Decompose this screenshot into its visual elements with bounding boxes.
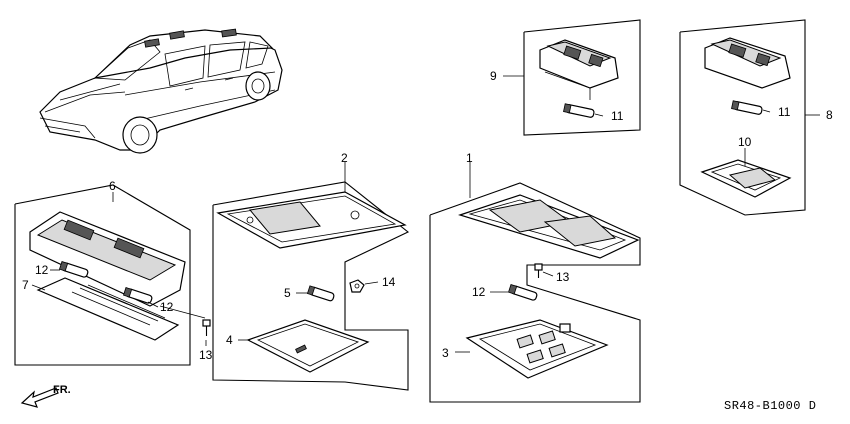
leader-lines [31, 75, 820, 353]
callout-6: 6 [109, 179, 116, 193]
callout-8: 8 [826, 108, 833, 122]
group-8-box [679, 19, 806, 216]
callout-11-upper: 11 [611, 109, 624, 123]
group-1-box [429, 182, 641, 403]
callout-3: 3 [442, 346, 449, 360]
callout-10: 10 [738, 135, 752, 149]
bulb-11-upper[interactable] [563, 103, 595, 118]
callout-12-left-lower: 12 [160, 300, 174, 314]
callout-9: 9 [490, 69, 497, 83]
bulb-11-lower[interactable] [731, 100, 763, 115]
diagram-code: SR48-B1000 D [724, 399, 816, 413]
callout-1: 1 [466, 151, 473, 165]
bulb-12-right[interactable] [507, 284, 538, 301]
callout-13-left: 13 [199, 348, 213, 362]
callout-14: 14 [382, 275, 396, 289]
screw-13-right[interactable] [534, 263, 543, 278]
bulb-5[interactable] [306, 285, 335, 302]
bulb-12-lower[interactable] [122, 287, 153, 304]
callout-12-right: 12 [472, 285, 486, 299]
callout-11-lower: 11 [778, 105, 791, 119]
group-6-box [14, 184, 211, 366]
callout-7: 7 [22, 278, 29, 292]
screw-13-left[interactable] [202, 319, 211, 336]
callout-13-right: 13 [556, 270, 570, 284]
front-label: FR. [53, 384, 71, 396]
callout-4: 4 [226, 333, 233, 347]
nut-14[interactable] [349, 279, 365, 293]
front-direction-arrow: FR. [20, 384, 71, 408]
group-9-box [523, 19, 641, 136]
bulb-12-upper[interactable] [58, 261, 89, 278]
callout-numbers: 1 2 3 4 5 6 7 8 9 10 11 11 12 12 12 13 1… [22, 69, 833, 362]
callout-5: 5 [284, 286, 291, 300]
group-2-box [212, 181, 410, 391]
callout-12-left-upper: 12 [35, 263, 49, 277]
vehicle-illustration [39, 28, 283, 154]
callout-2: 2 [341, 151, 348, 165]
